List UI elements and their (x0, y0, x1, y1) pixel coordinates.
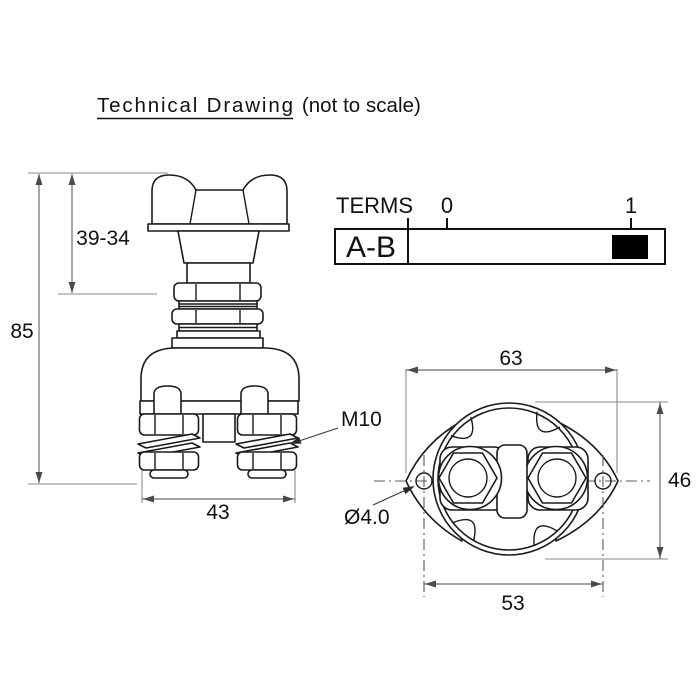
stud-hole-left (448, 458, 488, 498)
terms-table-border (334, 228, 666, 265)
bushing-collar (176, 330, 261, 339)
bushing-ribs-upper (178, 300, 258, 310)
bushing-nut-upper (173, 282, 262, 302)
dim-body-height-label: 46 (668, 469, 691, 492)
dim-total-height-label: 85 (10, 320, 33, 343)
arrowhead-left-icon (143, 495, 154, 503)
recess-arc-top-right (535, 411, 561, 433)
front-view: M10 85 39-34 43 (10, 172, 382, 524)
recess-arc-bottom-left (452, 518, 476, 541)
terminal-left-spring-washer-a (137, 433, 201, 449)
terminal-right-nut-upper (236, 413, 298, 436)
mounting-hole-right (594, 472, 612, 490)
thread-leader-line (295, 427, 339, 443)
knob-facet-left (189, 189, 197, 225)
dim-hole-spacing-label: 53 (501, 592, 524, 615)
bushing-ribs-upper-lines (179, 303, 257, 308)
terminal-left-cap (149, 469, 189, 479)
knob-base-disc (147, 223, 290, 232)
arrowhead-left-icon (407, 366, 418, 374)
hole-diameter-label: Ø4.0 (344, 506, 390, 529)
arrowhead-right-icon (283, 495, 294, 503)
stud-hole-right (537, 458, 577, 498)
terms-table: TERMS 0 1 A-B (334, 193, 666, 265)
arrowhead-down-icon (35, 472, 43, 483)
bushing-nut-lower (171, 308, 264, 325)
center-tab (202, 413, 236, 443)
thread-leader-arrowhead-icon (289, 437, 302, 444)
thread-label: M10 (341, 408, 382, 431)
knob-facet-right (242, 189, 250, 225)
terms-position-0-label: 0 (441, 193, 453, 218)
arrowhead-down-icon (656, 547, 664, 558)
terminal-right-cap (247, 469, 287, 479)
terminal-right-nut-lower (236, 451, 298, 471)
top-view-dimensions: 63 46 53 (405, 347, 691, 615)
terminal-right (235, 413, 299, 479)
terminal-right-nut-upper-facets (252, 415, 282, 434)
terminal-left-nut-upper (138, 413, 200, 436)
stud-top-left (153, 385, 182, 415)
terms-position-1-label: 1 (625, 193, 637, 218)
terminal-left-nut-upper-facets (154, 415, 184, 434)
recess-arc-bottom-right (533, 525, 558, 546)
terms-closed-marker (612, 235, 648, 259)
dim-terminal-spacing-label: 43 (206, 501, 229, 524)
title: Technical Drawing (not to scale) (97, 94, 421, 120)
hole-diameter-leader-line (372, 488, 409, 506)
knob-neck (177, 230, 260, 264)
wing-knob (151, 174, 288, 225)
arrowhead-left-icon (425, 580, 436, 588)
hole-diameter-arrowhead-icon (402, 486, 415, 495)
terminal-right-nut-lower-facets (252, 453, 282, 469)
recess-arc-top-left (450, 416, 474, 440)
mounting-hole-left (415, 472, 433, 490)
arrowhead-up-icon (68, 174, 76, 185)
switch-shaft (186, 262, 251, 284)
arrowhead-right-icon (591, 580, 602, 588)
page-title-suffix: (not to scale) (302, 94, 421, 117)
page-title-main: Technical Drawing (97, 94, 293, 117)
arrowhead-right-icon (605, 366, 616, 374)
terminal-left-nut-lower-facets (154, 453, 184, 469)
page-title: Technical Drawing (not to scale) (97, 94, 421, 117)
dim-handle-height-label: 39-34 (76, 227, 130, 250)
bushing-nut-lower-facets (195, 310, 241, 323)
top-view: Ø4.0 63 46 53 (344, 347, 691, 615)
arrowhead-down-icon (68, 282, 76, 293)
terms-header-label: TERMS (336, 193, 413, 218)
terminal-left-nut-lower (138, 451, 200, 471)
bushing-nut-upper-facets (195, 284, 241, 300)
arrowhead-up-icon (35, 174, 43, 185)
front-view-dimensions: 85 39-34 43 (10, 172, 296, 524)
terminal-left (137, 413, 201, 479)
dim-overall-width-label: 63 (499, 347, 522, 370)
terms-row-terminals: A-B (346, 231, 396, 264)
arrowhead-up-icon (656, 403, 664, 414)
body-top-plate (171, 337, 264, 349)
stud-top-right (240, 385, 269, 415)
